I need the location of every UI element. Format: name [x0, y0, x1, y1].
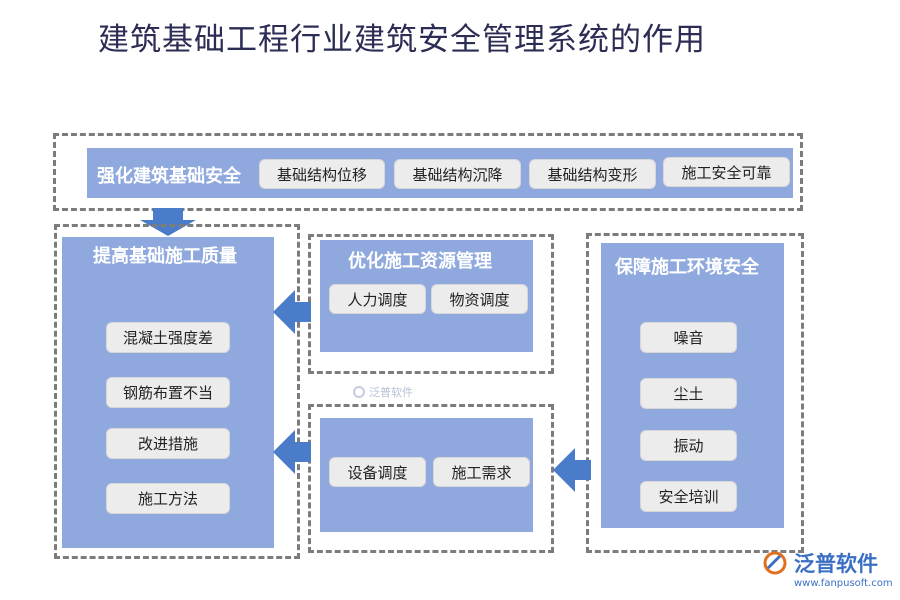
logo-url: www.fanpusoft.com [794, 578, 893, 589]
right-item: 安全培训 [640, 481, 737, 512]
logo-icon [763, 551, 787, 575]
small-watermark-text: 泛普软件 [369, 386, 413, 399]
middle-top-panel-title: 优化施工资源管理 [348, 251, 492, 272]
left-item: 混凝土强度差 [106, 322, 230, 353]
middle-top-item: 物资调度 [431, 284, 528, 314]
top-item: 基础结构沉降 [394, 159, 521, 189]
logo-icon [353, 386, 365, 398]
left-item: 改进措施 [106, 428, 230, 459]
page-title: 建筑基础工程行业建筑安全管理系统的作用 [98, 22, 706, 58]
right-item: 尘土 [640, 378, 737, 409]
right-item: 振动 [640, 430, 737, 461]
small-watermark: 泛普软件 [352, 384, 413, 400]
middle-top-item: 人力调度 [329, 284, 426, 314]
top-item: 施工安全可靠 [663, 157, 790, 187]
down-arrow-icon [140, 208, 196, 236]
left-item: 施工方法 [106, 483, 230, 514]
brand-logo: 泛普软件 www.fanpusoft.com [762, 548, 893, 589]
right-item: 噪音 [640, 322, 737, 353]
left-arrow-icon [273, 290, 311, 334]
right-panel-title: 保障施工环境安全 [615, 257, 759, 278]
left-arrow-icon [553, 448, 591, 492]
left-section-border [54, 224, 300, 559]
middle-bottom-item: 设备调度 [329, 457, 426, 487]
left-arrow-icon [273, 430, 311, 474]
right-section-border [586, 233, 804, 553]
left-item: 钢筋布置不当 [106, 377, 230, 408]
top-item: 基础结构位移 [259, 159, 385, 189]
top-section-border [53, 133, 803, 211]
logo-name: 泛普软件 [794, 552, 878, 576]
middle-bottom-section-border [308, 404, 554, 553]
top-panel-title: 强化建筑基础安全 [97, 166, 241, 187]
left-panel-title: 提高基础施工质量 [93, 246, 237, 267]
middle-bottom-item: 施工需求 [433, 457, 530, 487]
top-item: 基础结构变形 [529, 159, 656, 189]
